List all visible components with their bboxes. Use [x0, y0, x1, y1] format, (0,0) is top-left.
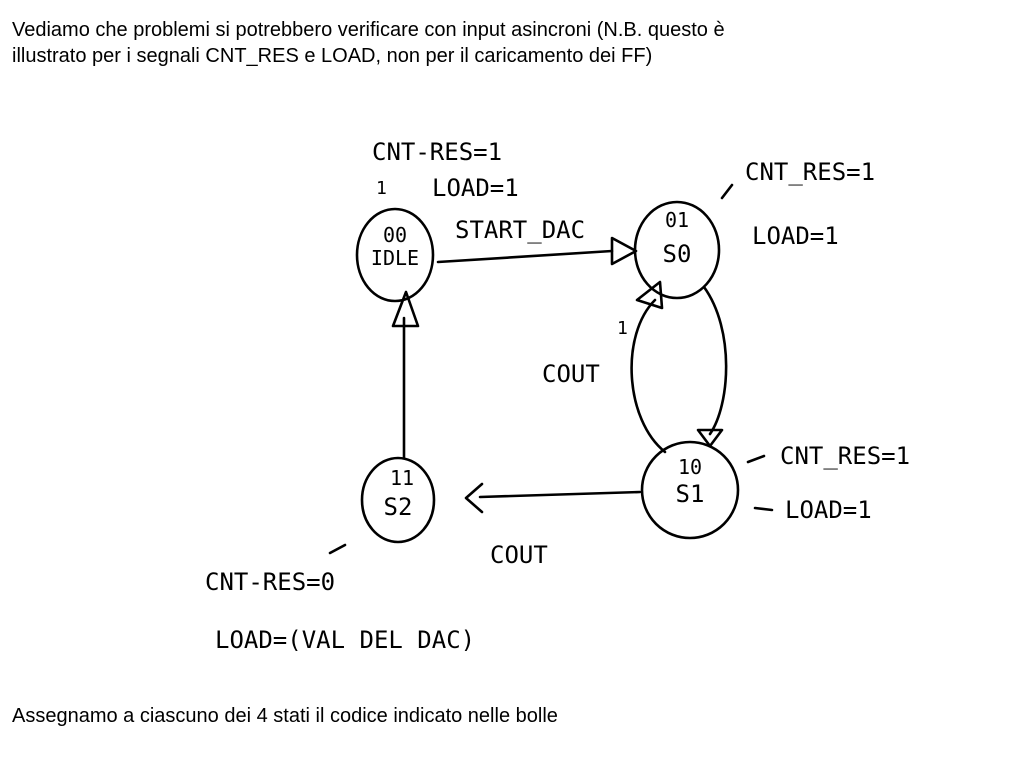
arrowhead-s0-to-s1 — [696, 428, 724, 448]
label-cout-loop-mark: 1 — [617, 318, 628, 339]
arrow-idle-to-s0 — [436, 249, 614, 264]
arrow-s1-to-s2 — [478, 490, 642, 499]
s2-output-tick — [328, 543, 347, 555]
state-s1: 10 S1 — [640, 440, 740, 540]
s2-cnt-res: CNT-RES=0 — [205, 568, 335, 596]
s2-outputs: CNT-RES=0 LOAD=(VAL DEL DAC) — [205, 543, 475, 654]
state-s1-code: 10 — [678, 455, 702, 479]
intro-text: Vediamo che problemi si potrebbero verif… — [12, 17, 1012, 69]
s1-output-dash-2 — [753, 506, 774, 512]
idle-outputs: CNT-RES=1 1 LOAD=1 — [372, 138, 519, 202]
label-cout-loop: COUT — [542, 360, 600, 388]
s0-output-tick — [720, 183, 734, 200]
state-s2-circle — [360, 456, 436, 544]
state-idle-name: IDLE — [371, 246, 419, 270]
state-idle-code: 00 — [383, 223, 407, 247]
transition-s1-to-s0: COUT 1 — [542, 280, 667, 454]
s2-load: LOAD=(VAL DEL DAC) — [215, 626, 475, 654]
arrowhead-s1-to-s0 — [635, 280, 664, 310]
state-s0-code: 01 — [665, 208, 689, 232]
arrowhead-idle-to-s0 — [610, 236, 638, 266]
arrowhead-s1-to-s2 — [464, 482, 484, 514]
s1-load: LOAD=1 — [785, 496, 872, 524]
state-s2-name: S2 — [384, 493, 413, 521]
s1-cnt-res: CNT_RES=1 — [780, 442, 910, 470]
s1-outputs: CNT_RES=1 LOAD=1 — [746, 442, 910, 524]
state-s0: 01 S0 — [633, 200, 721, 300]
outro-text: Assegnamo a ciascuno dei 4 stati il codi… — [12, 705, 558, 727]
intro-line-2: illustrato per i segnali CNT_RES e LOAD,… — [12, 45, 653, 67]
intro-line-1: Vediamo che problemi si potrebbero verif… — [12, 19, 725, 41]
state-s0-name: S0 — [663, 240, 692, 268]
state-idle-circle — [355, 207, 435, 303]
label-cout-bottom: COUT — [490, 541, 548, 569]
state-idle: 00 IDLE — [355, 207, 435, 303]
s1-output-dash-1 — [746, 454, 766, 464]
state-s1-circle — [640, 440, 740, 540]
arrowhead-s2-to-idle — [391, 290, 420, 328]
transition-idle-to-s0: START_DAC — [436, 216, 638, 266]
state-s2-code: 11 — [390, 466, 414, 490]
transition-s2-to-idle — [391, 290, 420, 459]
label-start-dac: START_DAC — [455, 216, 585, 244]
idle-load: LOAD=1 — [432, 174, 519, 202]
arrow-s0-to-s1 — [702, 285, 728, 436]
state-s2: 11 S2 — [360, 456, 436, 544]
idle-mark: 1 — [376, 178, 387, 199]
s0-cnt-res: CNT_RES=1 — [745, 158, 875, 186]
s0-load: LOAD=1 — [752, 222, 839, 250]
transition-s1-to-s2: COUT — [464, 482, 642, 569]
state-s1-name: S1 — [676, 480, 705, 508]
s0-outputs: CNT_RES=1 LOAD=1 — [720, 158, 875, 250]
transition-s0-to-s1 — [696, 285, 728, 448]
idle-cnt-res: CNT-RES=1 — [372, 138, 502, 166]
arrow-s1-to-s0 — [630, 298, 667, 454]
